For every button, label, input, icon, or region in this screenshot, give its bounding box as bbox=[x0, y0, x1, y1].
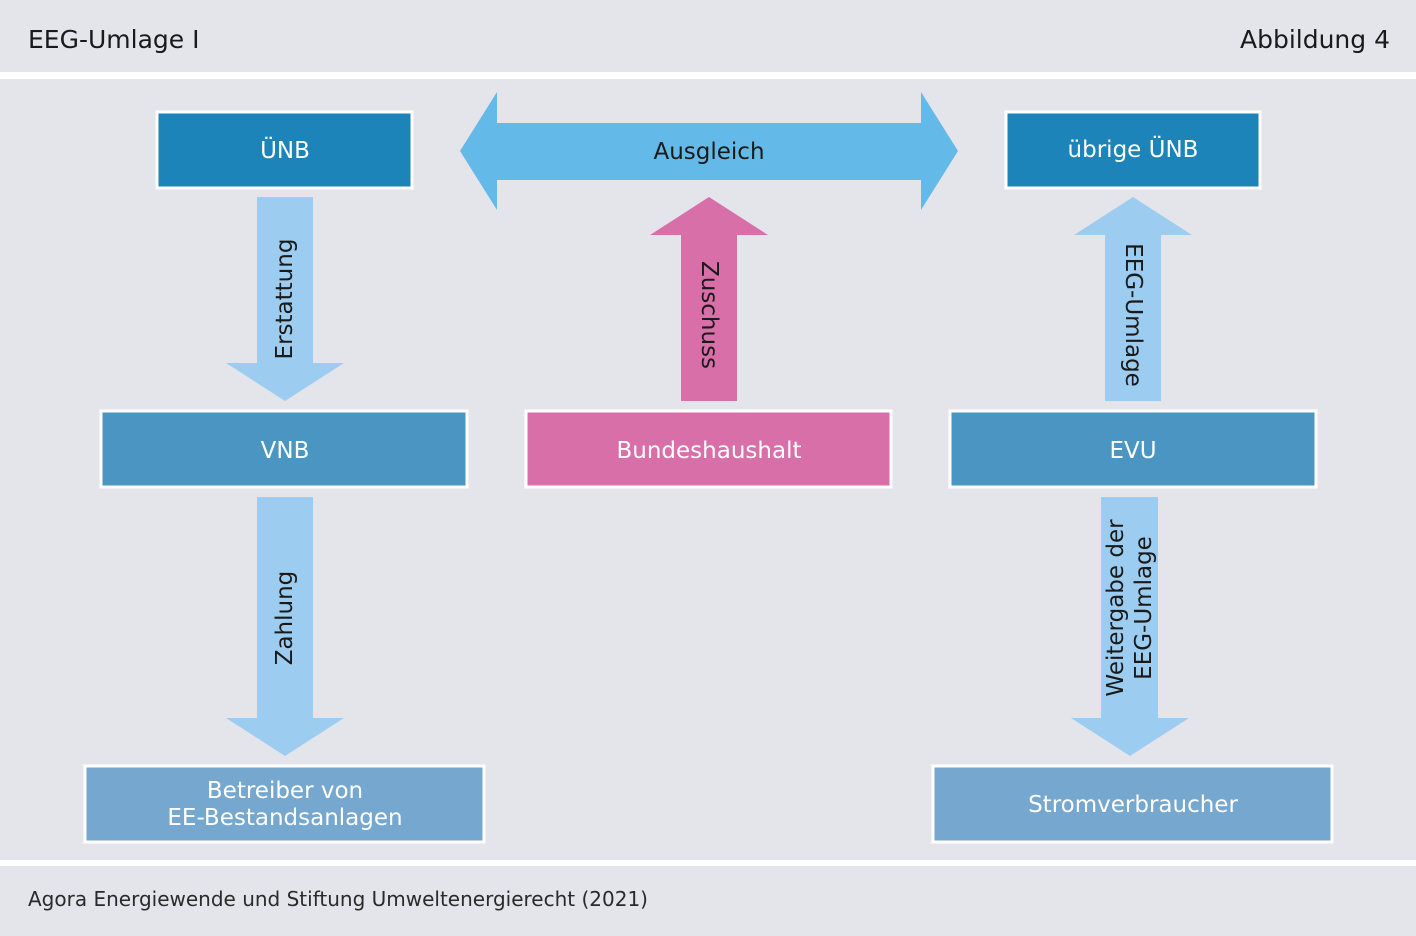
weitergabe-label-line2: EEG-Umlage bbox=[1131, 536, 1157, 680]
uenb-box bbox=[155, 110, 414, 190]
uebrige-uenb-label: übrige ÜNB bbox=[1068, 135, 1199, 163]
eeg-umlage-label: EEG-Umlage bbox=[1120, 243, 1146, 387]
bundeshaushalt-box bbox=[524, 409, 893, 489]
erstattung-arrow bbox=[226, 197, 344, 401]
zuschuss-label: Zuschuss bbox=[696, 261, 722, 369]
evu-label: EVU bbox=[1109, 438, 1156, 464]
stromverbraucher-label: Stromverbraucher bbox=[1028, 792, 1238, 818]
uebrige-uenb-box bbox=[1004, 110, 1262, 190]
erstattung-label: Erstattung bbox=[272, 239, 298, 360]
ausgleich-arrow bbox=[460, 92, 958, 210]
evu-box bbox=[948, 409, 1318, 489]
weitergabe-label-line1: Weitergabe der bbox=[1103, 519, 1129, 697]
stromverbraucher-box bbox=[931, 764, 1334, 844]
figure-title: EEG-Umlage I bbox=[28, 25, 200, 54]
betreiber-label-line2: EE-Bestandsanlagen bbox=[167, 805, 402, 831]
zahlung-label: Zahlung bbox=[272, 571, 298, 666]
ausgleich-label: Ausgleich bbox=[653, 139, 764, 165]
figure-number: Abbildung 4 bbox=[1239, 25, 1390, 54]
header-band bbox=[0, 0, 1416, 72]
zuschuss-arrow bbox=[650, 197, 768, 401]
betreiber-label-line1: Betreiber von bbox=[207, 778, 363, 804]
weitergabe-arrow bbox=[1071, 497, 1189, 756]
betreiber-box bbox=[83, 764, 486, 844]
vnb-box bbox=[99, 409, 469, 489]
bundeshaushalt-label: Bundeshaushalt bbox=[617, 438, 802, 464]
eeg-umlage-arrow bbox=[1074, 197, 1192, 401]
vnb-label: VNB bbox=[261, 438, 310, 464]
zahlung-arrow bbox=[226, 497, 344, 756]
uenb-label: ÜNB bbox=[260, 136, 310, 164]
footer-band bbox=[0, 866, 1416, 936]
source-note: Agora Energiewende und Stiftung Umwelten… bbox=[28, 887, 648, 911]
